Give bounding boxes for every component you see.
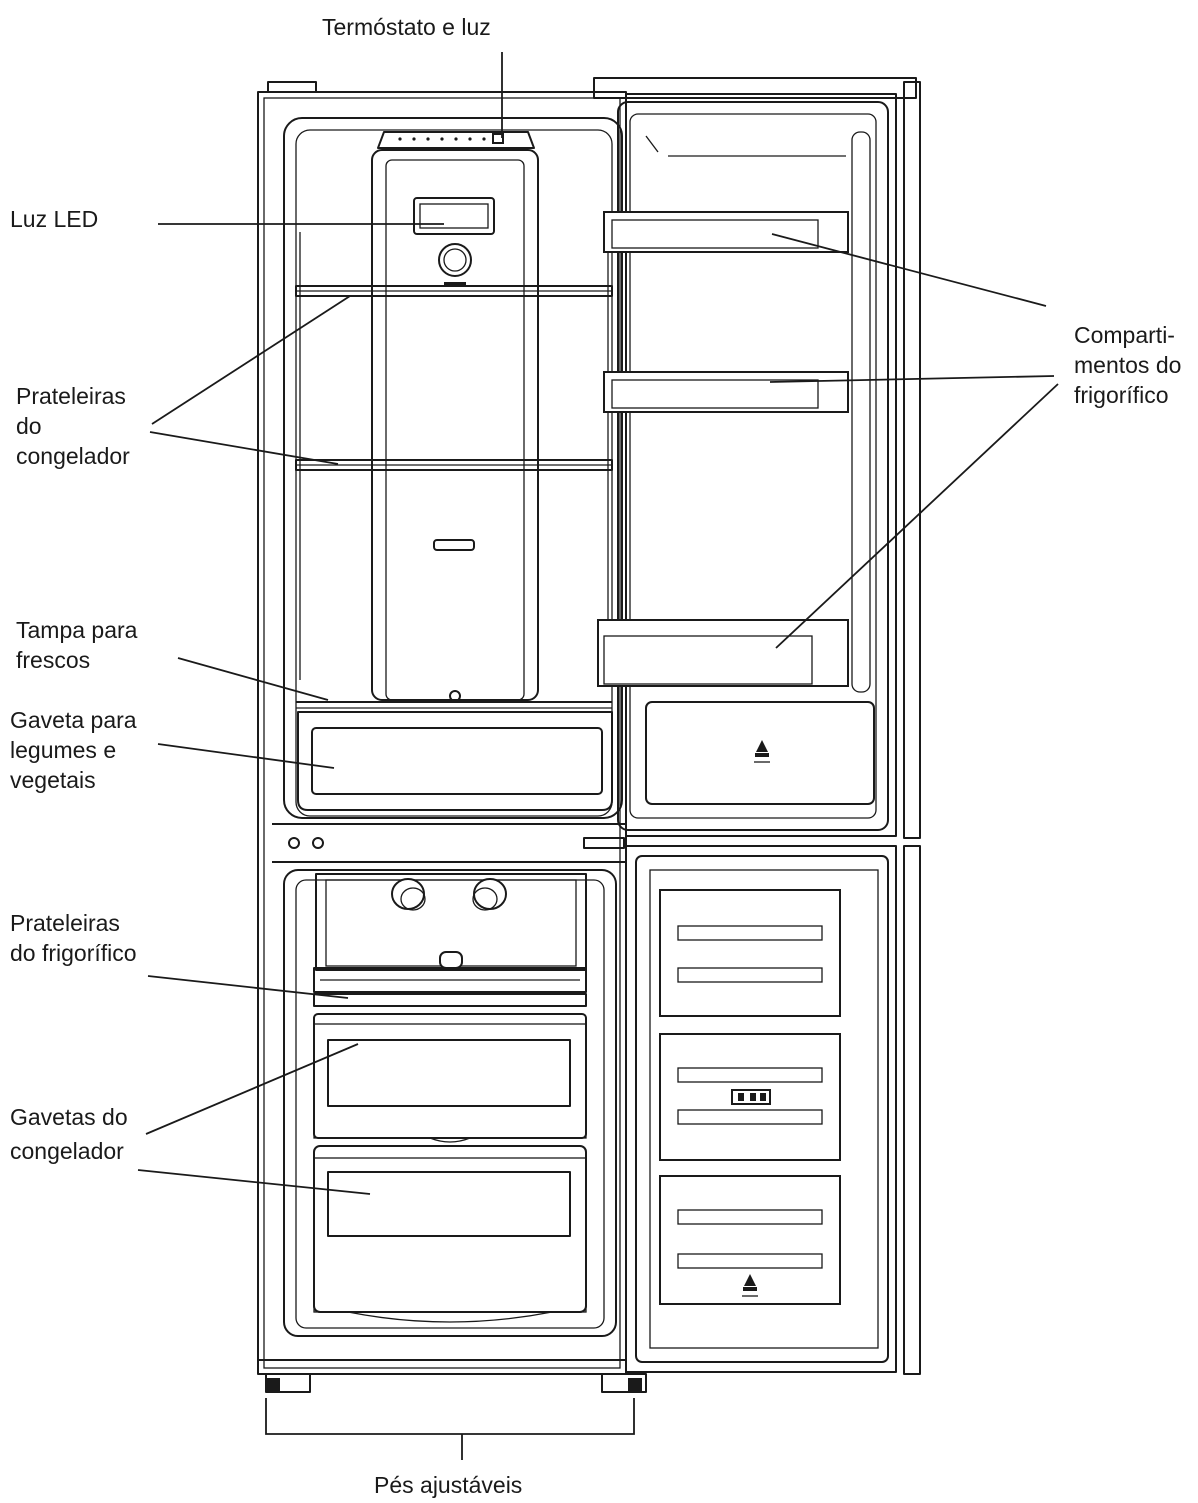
fridge-interior — [295, 131, 613, 811]
cabinet — [257, 81, 627, 1375]
leader-lines — [137, 52, 1059, 1195]
label-adjustable-feet: Pés ajustáveis — [374, 1472, 523, 1498]
adjustable-feet — [265, 1373, 647, 1460]
label-led-light: Luz LED — [10, 206, 99, 232]
label-thermostat: Termóstato e luz — [322, 14, 491, 40]
label-fridge-compartments: Comparti- mentos do frigorífico — [1074, 322, 1182, 408]
label-freezer-shelves: Prateleiras do congelador — [16, 383, 130, 469]
label-fresh-cover: Tampa para frescos — [16, 617, 138, 673]
label-vegetable-drawer: Gaveta para legumes e vegetais — [10, 707, 137, 793]
freezer-door — [583, 837, 921, 1375]
freezer-interior — [313, 873, 587, 1323]
label-fridge-shelves: Prateleiras do frigorífico — [10, 910, 137, 966]
label-freezer-drawers: Gavetas do congelador — [10, 1104, 128, 1164]
fridge-door — [593, 77, 921, 839]
